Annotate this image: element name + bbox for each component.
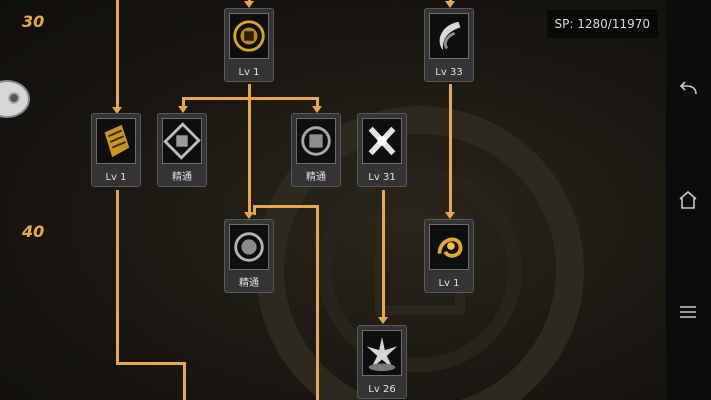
connector-line	[449, 84, 452, 213]
skill-level-label: Lv 1	[438, 278, 460, 289]
skill-node-impact-burst[interactable]: Lv 26	[357, 325, 407, 399]
connector-line	[248, 84, 251, 213]
back-icon[interactable]	[676, 78, 700, 102]
connector-arrow	[244, 1, 254, 8]
cross-strike-icon	[362, 118, 402, 164]
connector-line	[116, 362, 186, 365]
connector-line	[116, 0, 119, 108]
gold-vortex-icon	[429, 224, 469, 270]
skill-node-claw-slash[interactable]: Lv 33	[424, 8, 474, 82]
connector-arrow	[112, 107, 122, 114]
skill-level-label: Lv 1	[105, 172, 127, 183]
connector-line	[382, 190, 385, 318]
skill-node-shout-mastery[interactable]: 精通	[157, 113, 207, 187]
drawer-toggle-icon	[8, 92, 20, 104]
side-drawer-button[interactable]	[0, 80, 30, 118]
connector-arrow	[312, 106, 322, 113]
connector-line	[182, 97, 319, 100]
skill-level-label: Lv 31	[368, 172, 396, 183]
system-nav-bar	[666, 0, 711, 400]
skill-node-earth-mastery[interactable]: 精通	[291, 113, 341, 187]
skill-node-ground-mastery[interactable]: 精通	[224, 219, 274, 293]
skill-level-label: Lv 1	[238, 67, 260, 78]
level-marker-30: 30	[22, 12, 45, 31]
connector-line	[253, 205, 256, 215]
skill-node-gold-seal[interactable]: Lv 1	[224, 8, 274, 82]
skill-level-label: Lv 26	[368, 384, 396, 395]
skill-level-label: 精通	[239, 278, 259, 289]
skill-node-cross-strike[interactable]: Lv 31	[357, 113, 407, 187]
gold-scroll-icon	[96, 118, 136, 164]
home-icon[interactable]	[676, 188, 700, 212]
skill-tree-area[interactable]: 30 40 Lv 1 Lv 33 Lv 1	[0, 0, 666, 400]
connector-arrow	[378, 317, 388, 324]
skill-level-label: Lv 33	[435, 67, 463, 78]
skill-points-counter: SP: 1280/11970	[546, 10, 658, 38]
connector-arrow	[178, 106, 188, 113]
claw-slash-icon	[429, 13, 469, 59]
connector-line	[316, 205, 319, 400]
impact-burst-icon	[362, 330, 402, 376]
gold-seal-icon	[229, 13, 269, 59]
connector-line	[182, 97, 185, 107]
earth-glyph-icon	[296, 118, 336, 164]
shout-glyph-icon	[162, 118, 202, 164]
connector-line	[183, 362, 186, 400]
skill-node-gold-scroll[interactable]: Lv 1	[91, 113, 141, 187]
connector-arrow	[244, 212, 254, 219]
connector-line	[316, 97, 319, 107]
connector-line	[116, 190, 119, 364]
level-marker-40: 40	[22, 222, 45, 241]
connector-arrow	[445, 212, 455, 219]
ground-glyph-icon	[229, 224, 269, 270]
skill-level-label: 精通	[172, 172, 192, 183]
connector-arrow	[445, 1, 455, 8]
skill-node-gold-vortex[interactable]: Lv 1	[424, 219, 474, 293]
menu-icon[interactable]	[676, 300, 700, 324]
skill-level-label: 精通	[306, 172, 326, 183]
connector-line	[253, 205, 319, 208]
